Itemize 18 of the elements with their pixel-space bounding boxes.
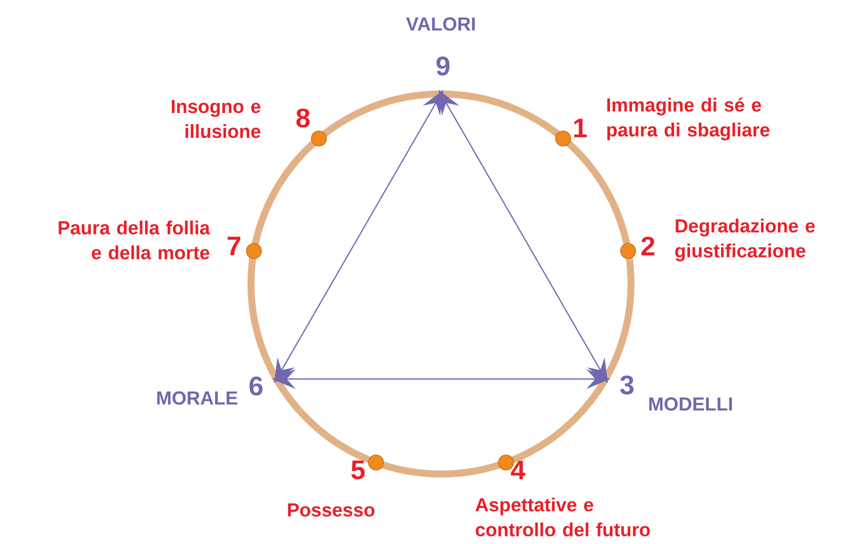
stage-label: Immagine di sé e paura di sbagliare [607,98,770,140]
stage-label: Possesso [288,503,374,517]
number: 7 [228,236,240,256]
axis-label: MORALE [157,391,238,405]
number: 3 [620,375,634,395]
number: 4 [510,460,526,480]
stage-label: Aspettative e controllo del futuro [475,498,650,536]
axis-label: MODELLI [649,397,732,411]
number: 6 [250,376,262,396]
stage-label: Degradazione e giustificazione [675,218,815,262]
axis-label: VALORI [406,17,475,31]
number: 2 [641,236,654,256]
number: 8 [296,108,310,128]
stage-label: Insogno e illusione [172,100,260,138]
number: 1 [574,118,587,138]
number: 9 [436,56,450,76]
stage-label: Paura della follia e della morte [58,220,210,260]
number: 5 [351,460,365,480]
